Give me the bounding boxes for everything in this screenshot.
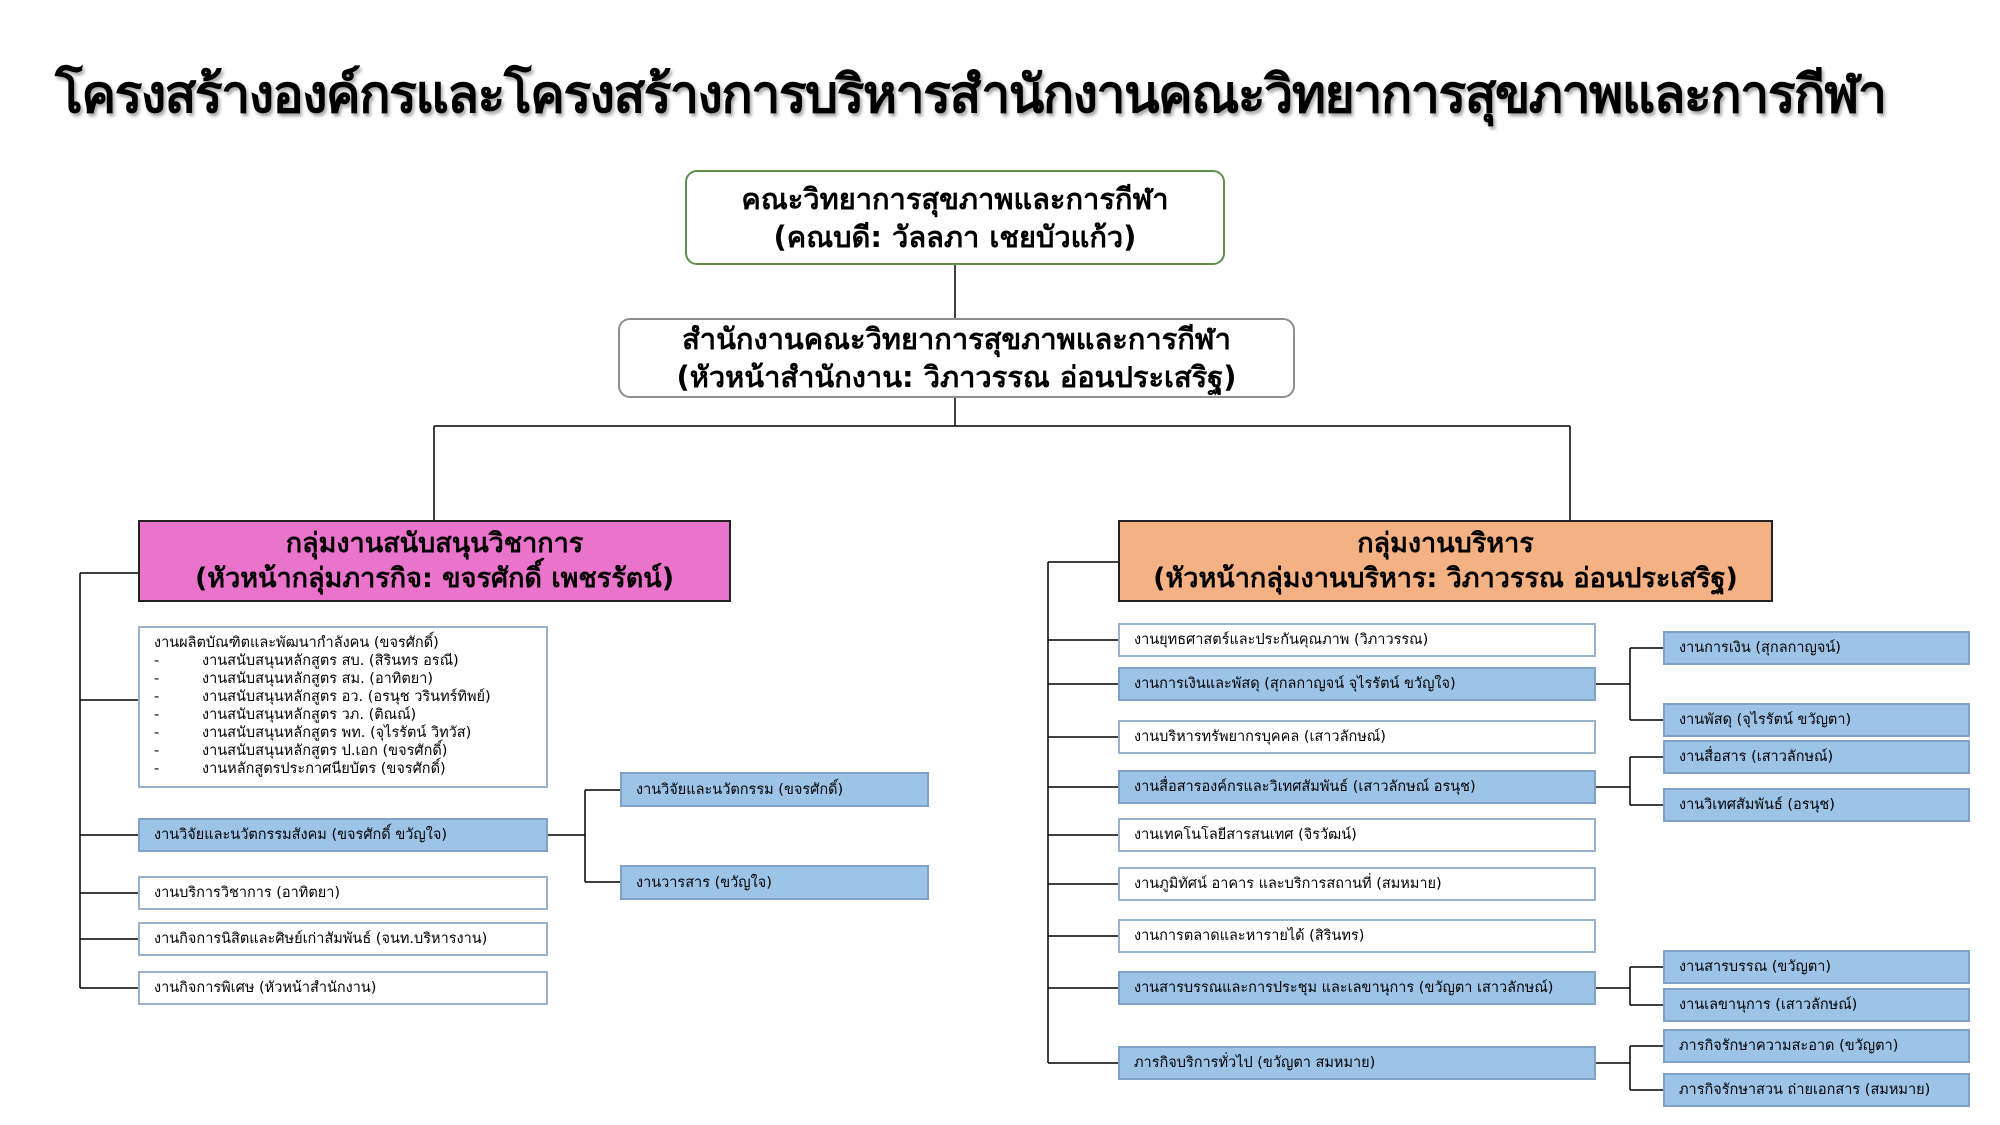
bullet-dash: - xyxy=(154,653,160,669)
academic-service-unit-box: งานบริการวิชาการ (อาทิตยา) xyxy=(138,876,548,910)
office-box: สำนักงานคณะวิทยาการสุขภาพและการกีฬา (หัว… xyxy=(618,318,1295,398)
bullet-dash: - xyxy=(154,743,160,759)
admin-group-box: กลุ่มงานบริหาร (หัวหน้ากลุ่มงานบริหาร: ว… xyxy=(1118,520,1773,602)
bullet-dash: - xyxy=(154,689,160,705)
bullet-dash: - xyxy=(154,761,160,777)
admin-unit-box: งานการเงินและพัสดุ (สุกลกาญจน์ จุไรรัตน์… xyxy=(1118,667,1596,701)
admin-unit-box: งานสารบรรณและการประชุม และเลขานุการ (ขวั… xyxy=(1118,971,1596,1005)
admin-unit-box: งานเทคโนโลยีสารสนเทศ (จิรวัฒน์) xyxy=(1118,818,1596,852)
production-unit-box: งานผลิตบัณฑิตและพัฒนากำลังคน (ขจรศักดิ์)… xyxy=(138,626,548,788)
admin-unit-box: งานบริหารทรัพยากรบุคคล (เสาวลักษณ์) xyxy=(1118,720,1596,754)
academic-group-box: กลุ่มงานสนับสนุนวิชาการ (หัวหน้ากลุ่มภาร… xyxy=(138,520,731,602)
admin-group-name: กลุ่มงานบริหาร xyxy=(1357,528,1534,559)
academic-group-name: กลุ่มงานสนับสนุนวิชาการ xyxy=(285,528,584,559)
production-subunit: - งานสนับสนุนหลักสูตร อว. (อรนุช วรินทร์ท… xyxy=(154,688,532,706)
office-head: (หัวหน้าสำนักงาน: วิภาวรรณ อ่อนประเสริฐ) xyxy=(676,360,1237,394)
admin-subunit-box: งานเลขานุการ (เสาวลักษณ์) xyxy=(1663,988,1970,1022)
production-subunit-label: งานหลักสูตรประกาศนียบัตร (ขจรศักดิ์) xyxy=(202,761,446,777)
admin-subunit-box: งานสื่อสาร (เสาวลักษณ์) xyxy=(1663,740,1970,774)
admin-subunit-box: ภารกิจรักษาสวน ถ่ายเอกสาร (สมหมาย) xyxy=(1663,1073,1970,1107)
admin-subunit-box: ภารกิจรักษาความสะอาด (ขวัญตา) xyxy=(1663,1029,1970,1063)
admin-group-head: (หัวหน้ากลุ่มงานบริหาร: วิภาวรรณ อ่อนประ… xyxy=(1153,563,1738,594)
admin-subunit-box: งานวิเทศสัมพันธ์ (อรนุช) xyxy=(1663,788,1970,822)
research-unit-box: งานวิจัยและนวัตกรรมสังคม (ขจรศักดิ์ ขวัญ… xyxy=(138,818,548,852)
admin-subunit-box: งานพัสดุ (จุไรรัตน์ ขวัญตา) xyxy=(1663,703,1970,737)
production-subunit: - งานสนับสนุนหลักสูตร วภ. (ติณณ์) xyxy=(154,706,532,724)
academic-group-head: (หัวหน้ากลุ่มภารกิจ: ขจรศักดิ์ เพชรรัตน์… xyxy=(194,563,675,594)
office-name: สำนักงานคณะวิทยาการสุขภาพและการกีฬา xyxy=(682,322,1231,356)
production-subunit: - งานสนับสนุนหลักสูตร ป.เอก (ขจรศักดิ์) xyxy=(154,742,532,760)
admin-subunit-box: งานสารบรรณ (ขวัญตา) xyxy=(1663,950,1970,984)
production-subunit: - งานสนับสนุนหลักสูตร สบ. (สิรินทร อรณี) xyxy=(154,652,532,670)
production-subunit-label: งานสนับสนุนหลักสูตร สม. (อาทิตยา) xyxy=(202,671,434,687)
research-innovation-subunit: งานวิจัยและนวัตกรรม (ขจรศักดิ์) xyxy=(620,772,929,807)
admin-unit-box: ภารกิจบริการทั่วไป (ขวัญตา สมหมาย) xyxy=(1118,1046,1596,1080)
page-title: โครงสร้างองค์กรและโครงสร้างการบริหารสำนั… xyxy=(55,65,1887,125)
faculty-name: คณะวิทยาการสุขภาพและการกีฬา xyxy=(741,181,1169,216)
production-subunit: - งานหลักสูตรประกาศนียบัตร (ขจรศักดิ์) xyxy=(154,760,532,778)
admin-unit-box: งานสื่อสารองค์กรและวิเทศสัมพันธ์ (เสาวลั… xyxy=(1118,770,1596,804)
student-affairs-unit-box: งานกิจการนิสิตและศิษย์เก่าสัมพันธ์ (จนท.… xyxy=(138,922,548,956)
production-subunit-label: งานสนับสนุนหลักสูตร วภ. (ติณณ์) xyxy=(202,707,417,723)
admin-unit-box: งานการตลาดและหารายได้ (สิรินทร) xyxy=(1118,919,1596,953)
production-subunit-label: งานสนับสนุนหลักสูตร พท. (จุไรรัตน์ วิทวั… xyxy=(202,725,472,741)
faculty-box: คณะวิทยาการสุขภาพและการกีฬา (คณบดี: วัลล… xyxy=(685,170,1225,265)
journal-subunit: งานวารสาร (ขวัญใจ) xyxy=(620,865,929,900)
production-subunit-label: งานสนับสนุนหลักสูตร สบ. (สิรินทร อรณี) xyxy=(202,653,459,669)
admin-subunit-box: งานการเงิน (สุกลกาญจน์) xyxy=(1663,631,1970,665)
production-subunit-label: งานสนับสนุนหลักสูตร อว. (อรนุช วรินทร์ทิ… xyxy=(202,689,491,705)
production-subunit: - งานสนับสนุนหลักสูตร สม. (อาทิตยา) xyxy=(154,670,532,688)
faculty-dean: (คณบดี: วัลลภา เชยบัวแก้ว) xyxy=(773,219,1137,254)
bullet-dash: - xyxy=(154,671,160,687)
bullet-dash: - xyxy=(154,707,160,723)
admin-unit-box: งานภูมิทัศน์ อาคาร และบริการสถานที่ (สมห… xyxy=(1118,867,1596,901)
production-subunit: - งานสนับสนุนหลักสูตร พท. (จุไรรัตน์ วิทว… xyxy=(154,724,532,742)
production-subunit-label: งานสนับสนุนหลักสูตร ป.เอก (ขจรศักดิ์) xyxy=(202,743,448,759)
admin-unit-box: งานยุทธศาสตร์และประกันคุณภาพ (วิภาวรรณ) xyxy=(1118,623,1596,657)
bullet-dash: - xyxy=(154,725,160,741)
production-unit-heading: งานผลิตบัณฑิตและพัฒนากำลังคน (ขจรศักดิ์) xyxy=(154,635,439,651)
special-affairs-unit-box: งานกิจการพิเศษ (หัวหน้าสำนักงาน) xyxy=(138,971,548,1005)
